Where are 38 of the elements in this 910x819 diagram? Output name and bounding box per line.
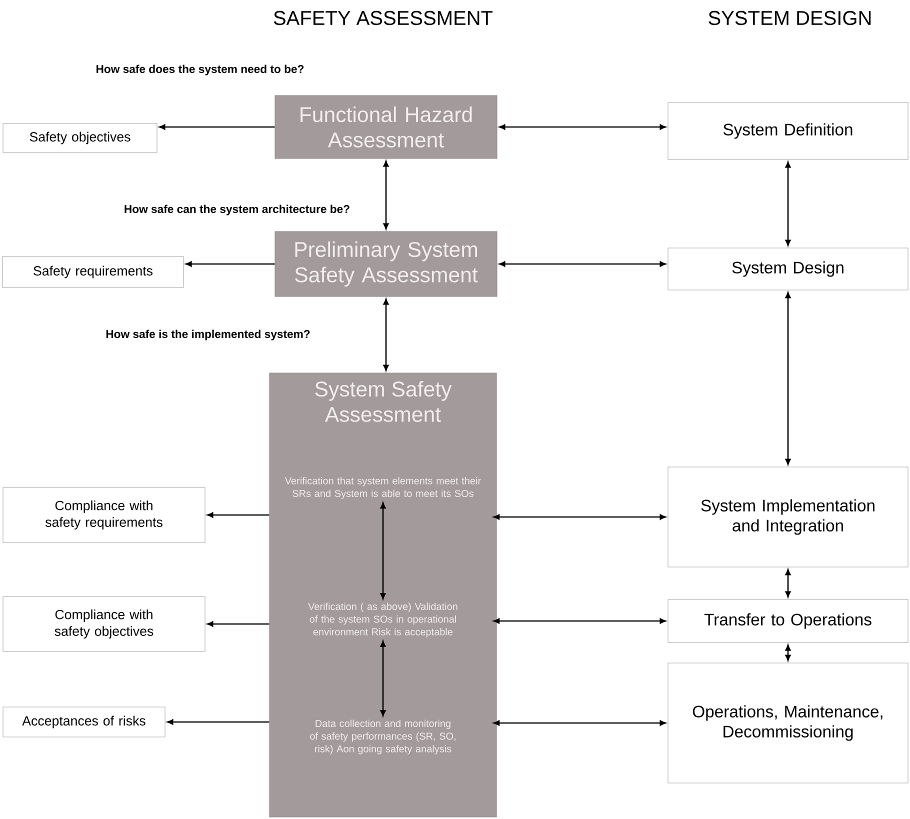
question-text: How safe is the implemented system? (106, 330, 310, 340)
process-box: System Implementation and Integration (668, 466, 908, 568)
arrow (159, 124, 275, 130)
step-text: Data collection and monitoring of safety performances (SR, SO, risk) Aon going safety analysis (310, 720, 456, 754)
arrow (499, 124, 666, 130)
process-box: Safety objectives (2, 123, 158, 153)
arrow (493, 514, 666, 520)
process-box: Safety requirements (2, 256, 184, 288)
arrow (785, 644, 791, 661)
process-box: Compliance with safety objectives (2, 596, 206, 652)
process-box: Functional Hazard Assessment (274, 95, 498, 159)
arrow (785, 162, 791, 246)
process-box: Operations, Maintenance, Decommissioning (668, 662, 908, 784)
arrow (383, 298, 389, 371)
arrow (167, 719, 270, 725)
process-box: Preliminary System Safety Assessment (274, 231, 498, 297)
step-text: Verification that system elements meet their SRs and System is able to meet its SOs (284, 477, 481, 499)
process-box: System Definition (668, 102, 908, 160)
arrow (207, 621, 270, 627)
arrow (785, 569, 791, 598)
process-box: Compliance with safety requirements (2, 487, 206, 543)
step-text: Verification ( as above) Validation of the system SOs in operational environment Risk is acceptable (308, 602, 458, 638)
arrow (383, 160, 389, 230)
process-box: System Design (668, 248, 908, 290)
column-heading: SYSTEM DESIGN (708, 10, 871, 26)
arrow (186, 261, 275, 267)
question-text: How safe can the system architecture be? (124, 204, 350, 216)
process-box: Acceptances of risks (2, 706, 166, 738)
question-text: How safe does the system need to be? (96, 64, 304, 76)
column-heading: SAFETY ASSESSMENT (274, 10, 493, 26)
arrow (493, 720, 666, 726)
process-box: Transfer to Operations (668, 599, 908, 643)
arrow (499, 261, 666, 267)
arrow (785, 292, 791, 465)
arrow (380, 502, 386, 600)
arrow (380, 640, 386, 716)
arrow (493, 618, 666, 624)
arrow (207, 512, 270, 518)
